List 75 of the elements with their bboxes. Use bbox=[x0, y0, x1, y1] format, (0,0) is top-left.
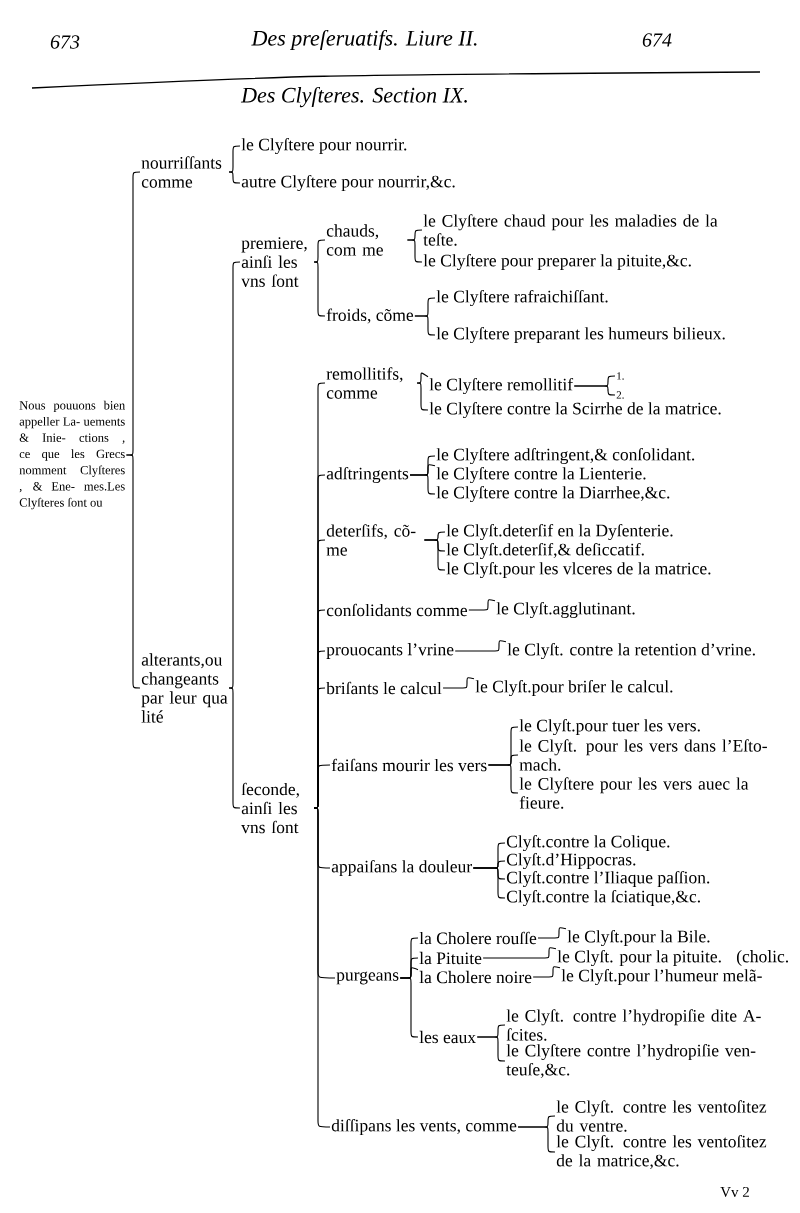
entry-text: le Clyſt.pour les vlceres de la matrice. bbox=[446, 561, 711, 579]
entry-text: adſtringents bbox=[326, 466, 409, 484]
entry-text: le Clyſt.agglutinant. bbox=[496, 601, 635, 619]
brace bbox=[468, 599, 496, 611]
entry-text: le Clyſt.pour tuer les vers. bbox=[519, 718, 700, 736]
brace bbox=[409, 474, 436, 495]
entry-text: les eaux bbox=[419, 1030, 476, 1044]
entry-text: conſolidants comme bbox=[326, 603, 468, 617]
entry-text: le Clyſt. contre l’hydropiſie dite A- ſcites. bbox=[506, 1009, 761, 1041]
entry-text: diſſipans les vents, comme bbox=[331, 1119, 517, 1136]
entry-text: ſeconde, ainſi les vns ſont bbox=[241, 782, 299, 834]
entry-text: le Clyſt. contre la retention d’vrine. bbox=[507, 642, 755, 660]
beside-text: (cholic. bbox=[736, 950, 788, 966]
entry-text: faiſans mourir les vers bbox=[331, 758, 487, 772]
page-number: 673 bbox=[50, 35, 80, 49]
brace bbox=[517, 1126, 556, 1153]
brace bbox=[228, 171, 241, 184]
entry-text: le Clyſtere contre la Lienterie. bbox=[436, 466, 646, 484]
entry-text: le Clyſtere chaud pour les maladies de la teſte. bbox=[423, 214, 718, 246]
entry-text: le Clyſtere remollitif bbox=[429, 377, 574, 395]
entry-text: autre Clyſtere pour nourrir,&c. bbox=[241, 174, 455, 192]
entry-text: le Clyſtere pour preparer la pituite,&c. bbox=[423, 253, 691, 271]
entry-text: Clyſt.contre la Colique. bbox=[506, 834, 670, 852]
entry-text: le Clyſt.deterſif,& deſiccatif. bbox=[446, 542, 644, 560]
entry-text: le Clyſt. contre les ventoſitez de la matrice,&c. bbox=[556, 1135, 767, 1169]
entry-text: la Pituite bbox=[419, 951, 482, 965]
entry-text: Clyſt.contre la ſciatique,&c. bbox=[506, 889, 700, 907]
entry-text: chauds, com me bbox=[326, 224, 383, 256]
running-head: Des preſeruatifs. Liure II. bbox=[251, 29, 477, 51]
brace bbox=[414, 315, 436, 336]
entry-text: 2. bbox=[616, 391, 624, 399]
entry-text: appaiſans la douleur bbox=[331, 860, 472, 877]
entry-text: le Clyſtere contre l’hydropiſie ven- teuſe,&c. bbox=[506, 1044, 756, 1078]
entry-text: Clyſt.d’Hippocras. bbox=[506, 852, 636, 870]
brace bbox=[416, 372, 429, 384]
entry-text: le Clyſt. pour les vers dans l’Eſto- mach. bbox=[519, 739, 767, 771]
entry-text: premiere, ainſi les vns ſont bbox=[241, 237, 307, 287]
entry-text: la Cholere rouſſe bbox=[419, 931, 537, 945]
entry-text: le Clyſtere preparant les humeurs bilieux. bbox=[436, 326, 725, 344]
brace bbox=[472, 867, 506, 899]
page-number: 674 bbox=[642, 33, 672, 47]
entry-text: le Clyſt.pour l’humeur melã- bbox=[561, 968, 762, 986]
entry-text: la Cholere noire bbox=[419, 970, 532, 984]
brace bbox=[537, 927, 567, 939]
brace bbox=[482, 947, 557, 959]
paragraph: Nous pouuons bien appeller La- uements & Inie- ctions , ce que les Grecs nomment Clyſteres , & Ene- mes.Les Clyſteres ſont ou bbox=[19, 400, 125, 510]
section-title: Des Clyſteres. Section IX. bbox=[240, 86, 467, 108]
entry-text: purgeans bbox=[336, 971, 399, 985]
entry-text: 1. bbox=[617, 372, 624, 380]
brace bbox=[454, 640, 507, 652]
brace bbox=[406, 239, 423, 263]
entry-text: le Clyſtere pour les vers auec la fieure. bbox=[519, 777, 749, 809]
entry-text: remollitifs, comme bbox=[326, 367, 403, 399]
brace bbox=[532, 966, 561, 978]
brace bbox=[573, 385, 616, 396]
entry-text: le Clyſtere pour nourrir. bbox=[241, 137, 407, 155]
entry-text: le Clyſtere rafraichiſſant. bbox=[436, 289, 608, 307]
entry-text: alterants,ou changeants par leur qua lité bbox=[141, 653, 228, 723]
entry-text: le Clyſt.pour briſer le calcul. bbox=[475, 679, 673, 697]
signature-mark: Vv 2 bbox=[720, 1186, 749, 1198]
entry-text: le Clyſt.deterſif en la Dyſenterie. bbox=[446, 523, 673, 541]
brace bbox=[423, 539, 446, 571]
entry-text: le Clyſtere adſtringent,& conſolidant. bbox=[436, 447, 695, 465]
entry-text: nourriſſants comme bbox=[141, 156, 222, 188]
entry-text: le Clyſt. contre les ventoſitez du ventre. bbox=[556, 1100, 767, 1132]
entry-text: le Clyſt.pour la Bile. bbox=[567, 929, 710, 947]
entry-text: prouocants l’vrine bbox=[326, 643, 454, 659]
entry-text: froids, cõme bbox=[326, 308, 414, 324]
entry-text: le Clyſt. pour la pituite. bbox=[557, 949, 721, 967]
entry-text: briſants le calcul bbox=[326, 681, 442, 695]
entry-text: deterſifs, cõ- me bbox=[326, 524, 416, 556]
brace bbox=[476, 1036, 506, 1062]
entry-text: le Clyſtere contre la Scirrhe de la matrice. bbox=[429, 401, 721, 419]
entry-text: Clyſt.contre l’Iliaque paſſion. bbox=[506, 870, 710, 888]
entry-text: le Clyſtere contre la Diarrhee,&c. bbox=[436, 485, 670, 503]
